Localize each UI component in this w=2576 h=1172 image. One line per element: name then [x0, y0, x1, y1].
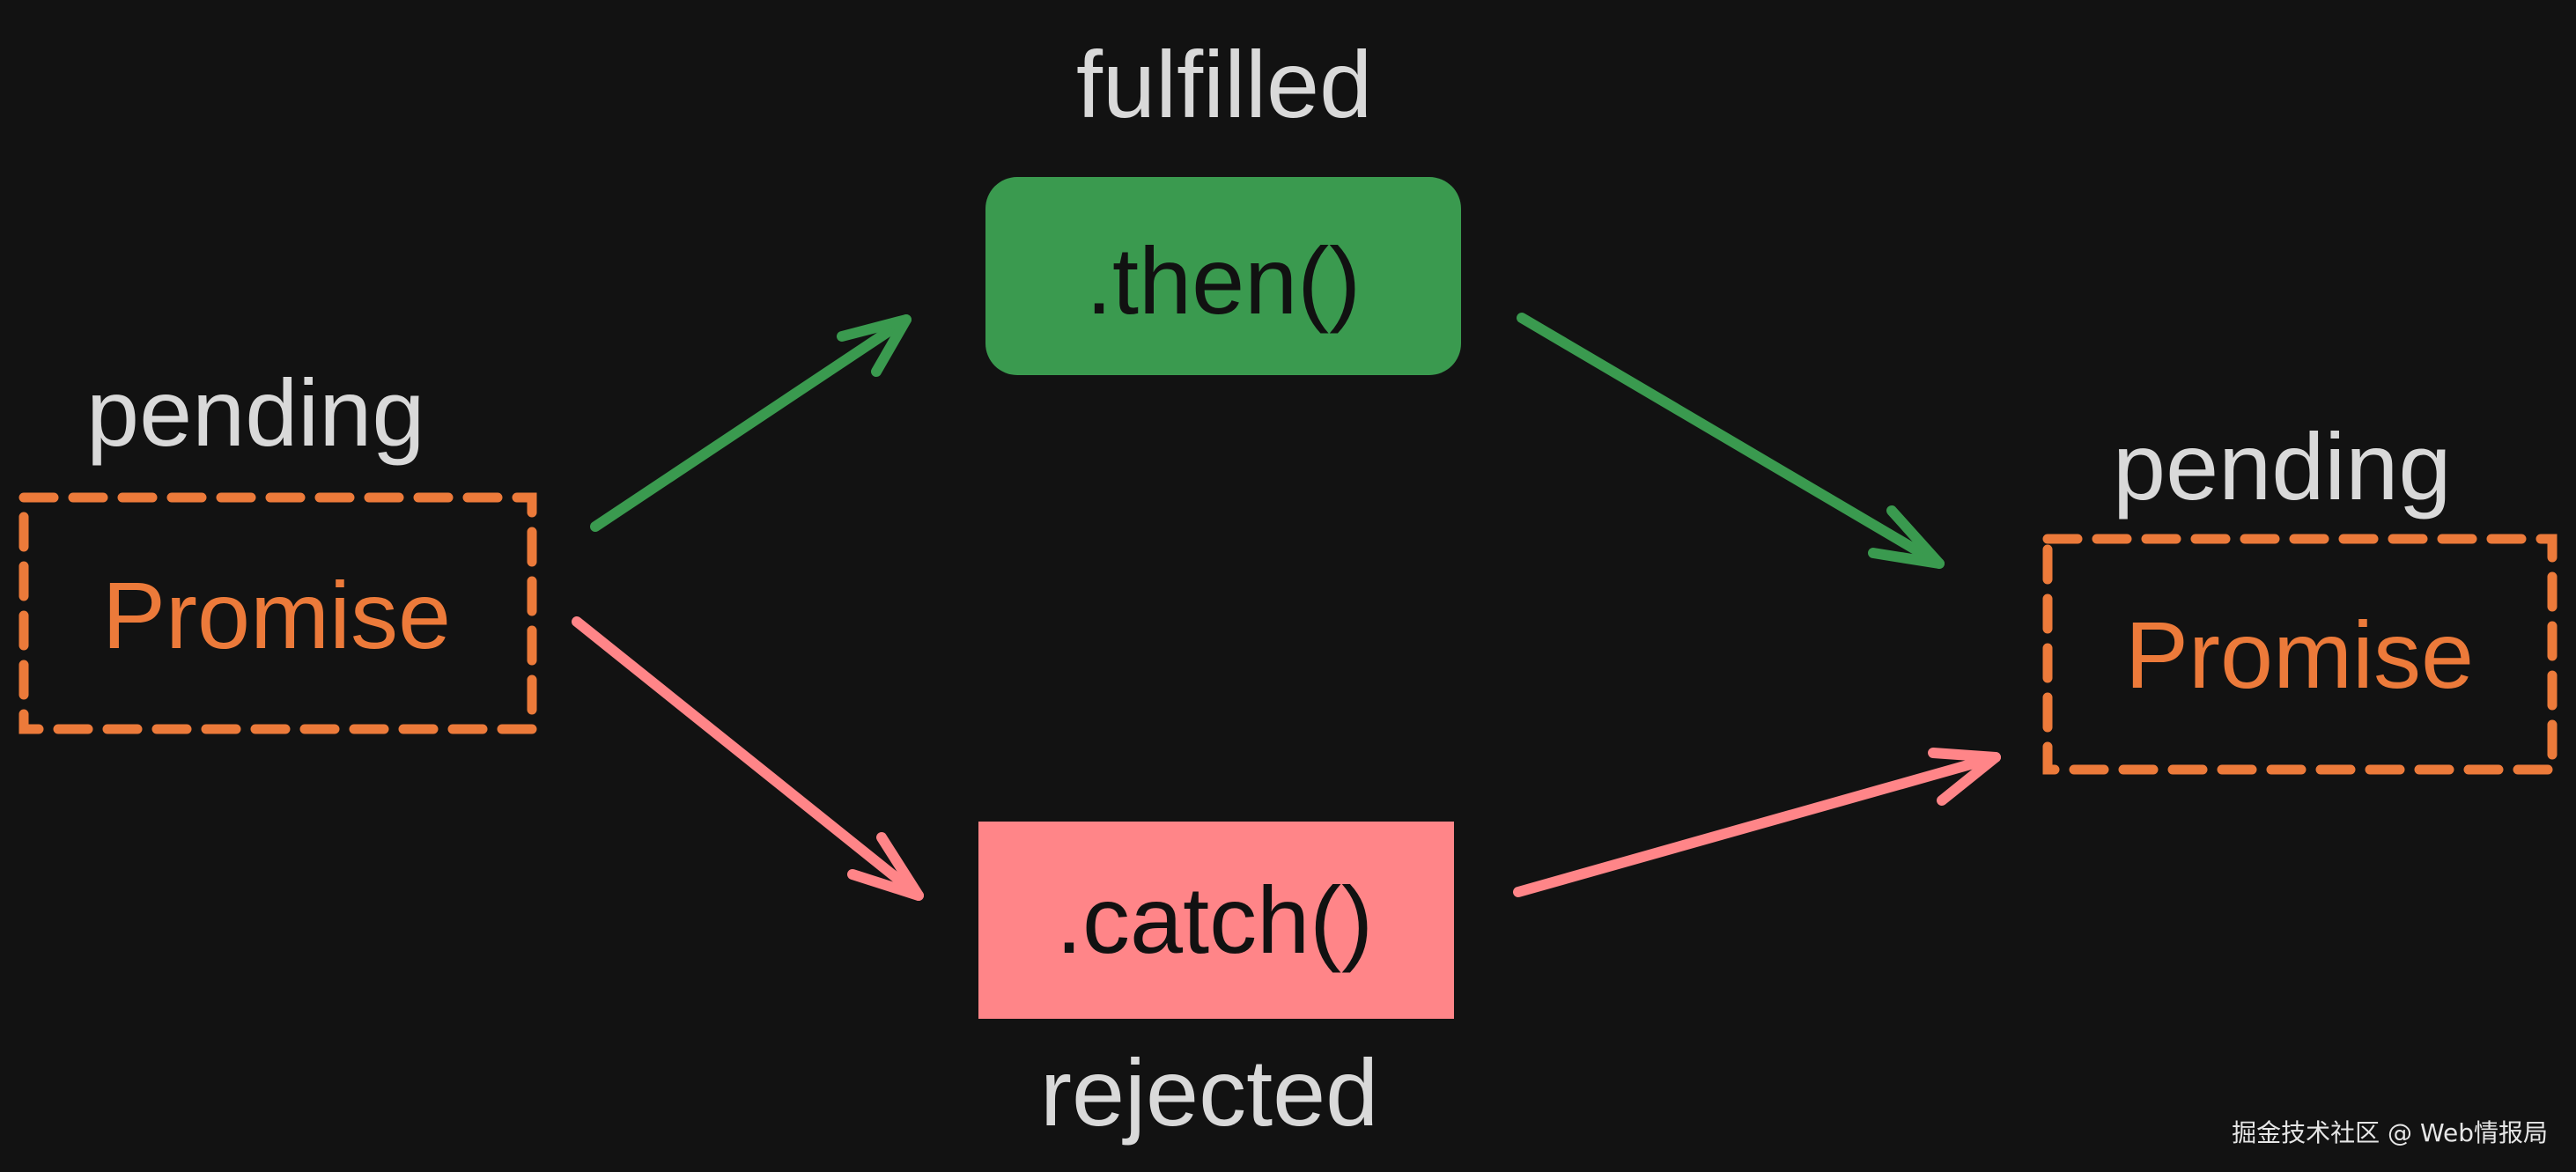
- left-promise-box: [18, 492, 537, 734]
- arrow-from-then: [1517, 313, 1945, 569]
- right-promise-label: Promise: [2125, 601, 2475, 708]
- right-state-label: pending: [2113, 413, 2452, 520]
- then-state-label: fulfilled: [1076, 31, 1373, 137]
- catch-box: [978, 822, 1454, 1019]
- source-watermark: 掘金技术社区 @ Web情报局: [2232, 1118, 2548, 1147]
- arrow-to-then: [590, 314, 912, 532]
- arrow-from-catch: [1513, 748, 2001, 897]
- right-promise-box: [2042, 534, 2558, 775]
- then-method-label: .then(): [1086, 227, 1362, 334]
- catch-method-label: .catch(): [1056, 866, 1374, 973]
- arrow-to-catch: [572, 616, 924, 901]
- left-promise-label: Promise: [102, 562, 452, 668]
- then-box: [985, 177, 1461, 375]
- left-state-label: pending: [86, 359, 425, 466]
- catch-state-label: rejected: [1040, 1039, 1379, 1146]
